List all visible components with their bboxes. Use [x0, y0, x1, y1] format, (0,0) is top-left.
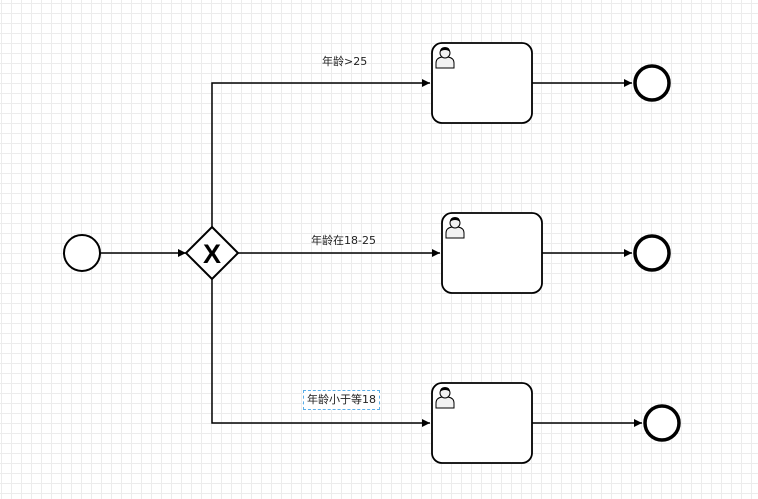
- sequence-flow-bottom[interactable]: [211, 279, 430, 427]
- end-event-3[interactable]: [643, 404, 681, 442]
- exclusive-gateway[interactable]: X: [184, 225, 240, 281]
- start-event[interactable]: [63, 234, 101, 272]
- user-task-1[interactable]: [431, 42, 533, 124]
- user-task-3[interactable]: [431, 382, 533, 464]
- flow-label-middle[interactable]: 年龄在18-25: [311, 234, 376, 247]
- flow-label-bottom[interactable]: 年龄小于等18: [303, 390, 380, 410]
- flow-label-top[interactable]: 年龄>25: [322, 55, 368, 68]
- sequence-flow-top[interactable]: [211, 79, 430, 227]
- end-event-2[interactable]: [633, 234, 671, 272]
- end-event-1[interactable]: [633, 64, 671, 102]
- gateway-x-icon: X: [203, 239, 221, 269]
- user-task-2[interactable]: [441, 212, 543, 294]
